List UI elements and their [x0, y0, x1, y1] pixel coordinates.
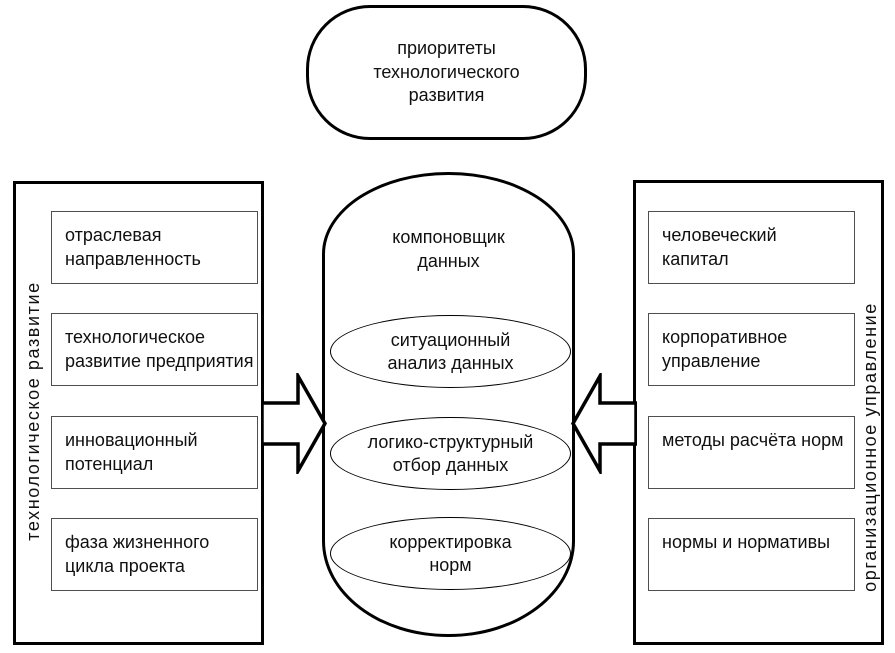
right-block-arrow-icon: [571, 373, 637, 474]
right-panel-side-label: организационное управление: [860, 302, 880, 592]
left-box-innovation-potential: инновационный потенциал: [51, 416, 258, 489]
left-panel-side-label: технологическое развитие: [23, 281, 43, 541]
bubble-line: развития: [408, 85, 485, 106]
box-line: управление: [662, 351, 761, 371]
box-line: корпоративное: [662, 327, 788, 347]
right-panel-organizational-management: организационное управление человеческий …: [633, 180, 884, 645]
box-line: цикла проекта: [65, 556, 185, 576]
box-line: капитал: [662, 249, 729, 269]
data-composer-cylinder: компоновщик данных ситуационный анализ д…: [322, 172, 575, 637]
box-line: методы расчёта норм: [662, 430, 844, 450]
box-line: направленность: [65, 249, 201, 269]
ellipse-logical-structural-selection: логико-структурный отбор данных: [330, 417, 571, 490]
ellipse-situational-data-analysis: ситуационный анализ данных: [330, 315, 571, 388]
box-line: инновационный: [65, 430, 198, 450]
box-line: потенциал: [65, 454, 154, 474]
left-box-industry-orientation: отраслевая направленность: [51, 211, 258, 284]
left-panel-technological-development: технологическое развитие отраслевая напр…: [13, 181, 264, 645]
bubble-line: технологического: [373, 61, 520, 82]
right-box-norm-calculation-methods: методы расчёта норм: [648, 416, 855, 489]
cylinder-title-line: компоновщик: [392, 227, 505, 247]
left-box-enterprise-tech-development: технологическое развитие предприятия: [51, 313, 258, 386]
ellipse-norm-correction: корректировка норм: [330, 517, 571, 590]
ellipse-line: норм: [429, 554, 472, 575]
box-line: развитие предприятия: [65, 351, 254, 371]
ellipse-line: отбор данных: [392, 454, 509, 475]
right-box-corporate-governance: корпоративное управление: [648, 313, 855, 386]
right-box-norms-and-standards: нормы и нормативы: [648, 518, 855, 591]
left-box-project-lifecycle-phase: фаза жизненного цикла проекта: [51, 518, 258, 591]
cylinder-title: компоновщик данных: [325, 225, 572, 273]
priorities-bubble: приоритеты технологического развития: [306, 5, 587, 140]
ellipse-line: ситуационный: [390, 329, 511, 350]
cylinder-title-line: данных: [417, 251, 480, 271]
box-line: нормы и нормативы: [662, 532, 831, 552]
left-block-arrow-icon: [261, 373, 327, 474]
box-line: фаза жизненного: [65, 532, 210, 552]
box-line: человеческий: [662, 225, 777, 245]
ellipse-line: корректировка: [389, 531, 512, 552]
ellipse-line: логико-структурный: [367, 431, 534, 452]
ellipse-line: анализ данных: [387, 352, 514, 373]
bubble-line: приоритеты: [397, 38, 496, 59]
box-line: технологическое: [65, 327, 206, 347]
right-box-human-capital: человеческий капитал: [648, 211, 855, 284]
box-line: отраслевая: [65, 225, 162, 245]
